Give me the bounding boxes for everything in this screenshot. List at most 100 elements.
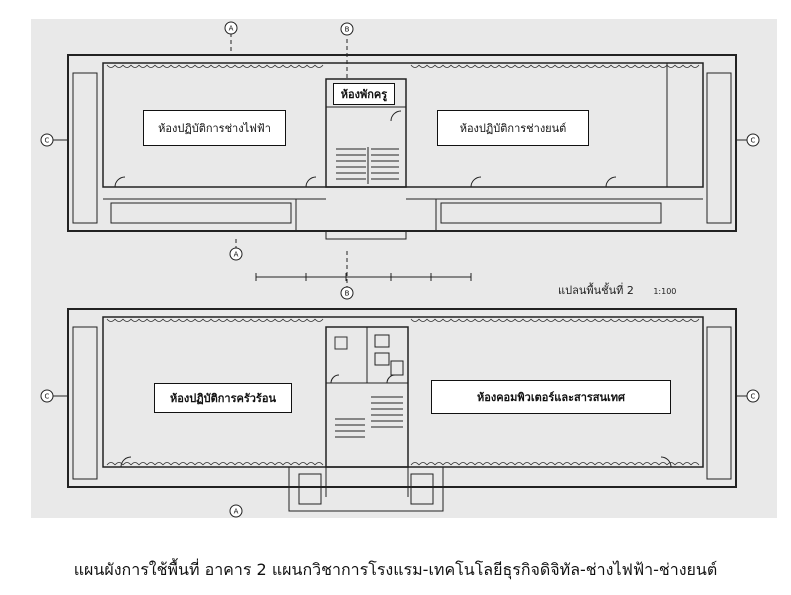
window-mark: [426, 318, 436, 322]
window-mark: [634, 64, 644, 68]
window-mark: [314, 64, 324, 68]
svg-text:C: C: [751, 393, 756, 401]
window-mark: [178, 462, 188, 466]
grid-marker-a-mid: A: [229, 247, 243, 261]
room-label-kitchen-lab: ห้องปฏิบัติการครัวร้อน: [154, 383, 292, 413]
window-mark: [162, 462, 172, 466]
window-mark: [466, 462, 476, 466]
window-mark: [490, 318, 500, 322]
window-mark: [258, 318, 268, 322]
window-mark: [586, 462, 596, 466]
window-mark: [426, 64, 436, 68]
svg-text:C: C: [45, 393, 50, 401]
window-mark: [482, 64, 492, 68]
window-mark: [578, 318, 588, 322]
window-mark: [434, 462, 444, 466]
window-mark: [690, 64, 700, 68]
window-mark: [450, 64, 460, 68]
window-mark: [650, 64, 660, 68]
window-mark: [530, 462, 540, 466]
lower-outer-wall: [67, 308, 737, 488]
window-mark: [442, 462, 452, 466]
window-mark: [690, 318, 700, 322]
window-mark: [450, 462, 460, 466]
window-mark: [258, 462, 268, 466]
window-mark: [250, 318, 260, 322]
lower-stair: [335, 396, 403, 438]
room-label-auto-lab: ห้องปฏิบัติการช่างยนต์: [437, 110, 589, 146]
window-mark: [466, 318, 476, 322]
window-mark: [530, 64, 540, 68]
window-mark: [458, 64, 468, 68]
window-mark: [658, 318, 668, 322]
window-mark: [106, 64, 116, 68]
svg-text:A: A: [229, 25, 234, 33]
grid-marker-b-top: B: [340, 22, 354, 36]
window-mark: [538, 64, 548, 68]
window-mark: [626, 462, 636, 466]
lower-right-bay: [706, 326, 732, 480]
window-mark: [602, 462, 612, 466]
window-mark: [546, 318, 556, 322]
window-mark: [506, 64, 516, 68]
window-mark: [634, 318, 644, 322]
window-mark: [418, 64, 428, 68]
window-mark: [122, 318, 132, 322]
window-mark: [594, 462, 604, 466]
floor-plan-svg: A B A B C C C: [40, 21, 760, 518]
window-mark: [410, 64, 420, 68]
window-mark: [282, 64, 292, 68]
window-mark: [474, 462, 484, 466]
room-label-teacher-room: ห้องพักครู: [333, 83, 395, 105]
window-mark: [434, 64, 444, 68]
window-mark: [186, 318, 196, 322]
window-mark: [282, 318, 292, 322]
svg-text:B: B: [345, 290, 350, 298]
window-mark: [538, 318, 548, 322]
window-mark: [586, 318, 596, 322]
window-mark: [218, 64, 228, 68]
window-mark: [442, 64, 452, 68]
window-mark: [674, 64, 684, 68]
window-mark: [442, 318, 452, 322]
window-mark: [306, 318, 316, 322]
window-mark: [202, 318, 212, 322]
upper-right-bay: [706, 72, 732, 224]
window-mark: [418, 462, 428, 466]
window-mark: [522, 318, 532, 322]
window-mark: [482, 462, 492, 466]
window-mark: [130, 318, 140, 322]
window-mark: [266, 462, 276, 466]
window-mark: [242, 64, 252, 68]
window-mark: [170, 64, 180, 68]
window-mark: [434, 318, 444, 322]
window-mark: [506, 462, 516, 466]
window-mark: [210, 64, 220, 68]
window-mark: [642, 64, 652, 68]
window-mark: [626, 318, 636, 322]
window-mark: [210, 462, 220, 466]
window-mark: [474, 318, 484, 322]
window-mark: [114, 64, 124, 68]
floor-plan-drawing: A B A B C C C: [31, 19, 777, 518]
svg-text:A: A: [234, 251, 239, 259]
window-mark: [658, 462, 668, 466]
upper-stair: [336, 147, 399, 184]
plan-caption: แผนผังการใช้พื้นที่ อาคาร 2 แผนกวิชาการโ…: [73, 560, 718, 579]
window-mark: [154, 64, 164, 68]
window-mark: [146, 462, 156, 466]
window-mark: [226, 64, 236, 68]
window-mark: [546, 462, 556, 466]
window-mark: [250, 462, 260, 466]
window-mark: [306, 64, 316, 68]
svg-text:C: C: [45, 137, 50, 145]
window-mark: [170, 462, 180, 466]
window-mark: [586, 64, 596, 68]
window-mark: [610, 318, 620, 322]
window-mark: [146, 318, 156, 322]
window-mark: [194, 318, 204, 322]
window-mark: [130, 64, 140, 68]
window-mark: [466, 64, 476, 68]
window-mark: [530, 318, 540, 322]
window-mark: [226, 462, 236, 466]
